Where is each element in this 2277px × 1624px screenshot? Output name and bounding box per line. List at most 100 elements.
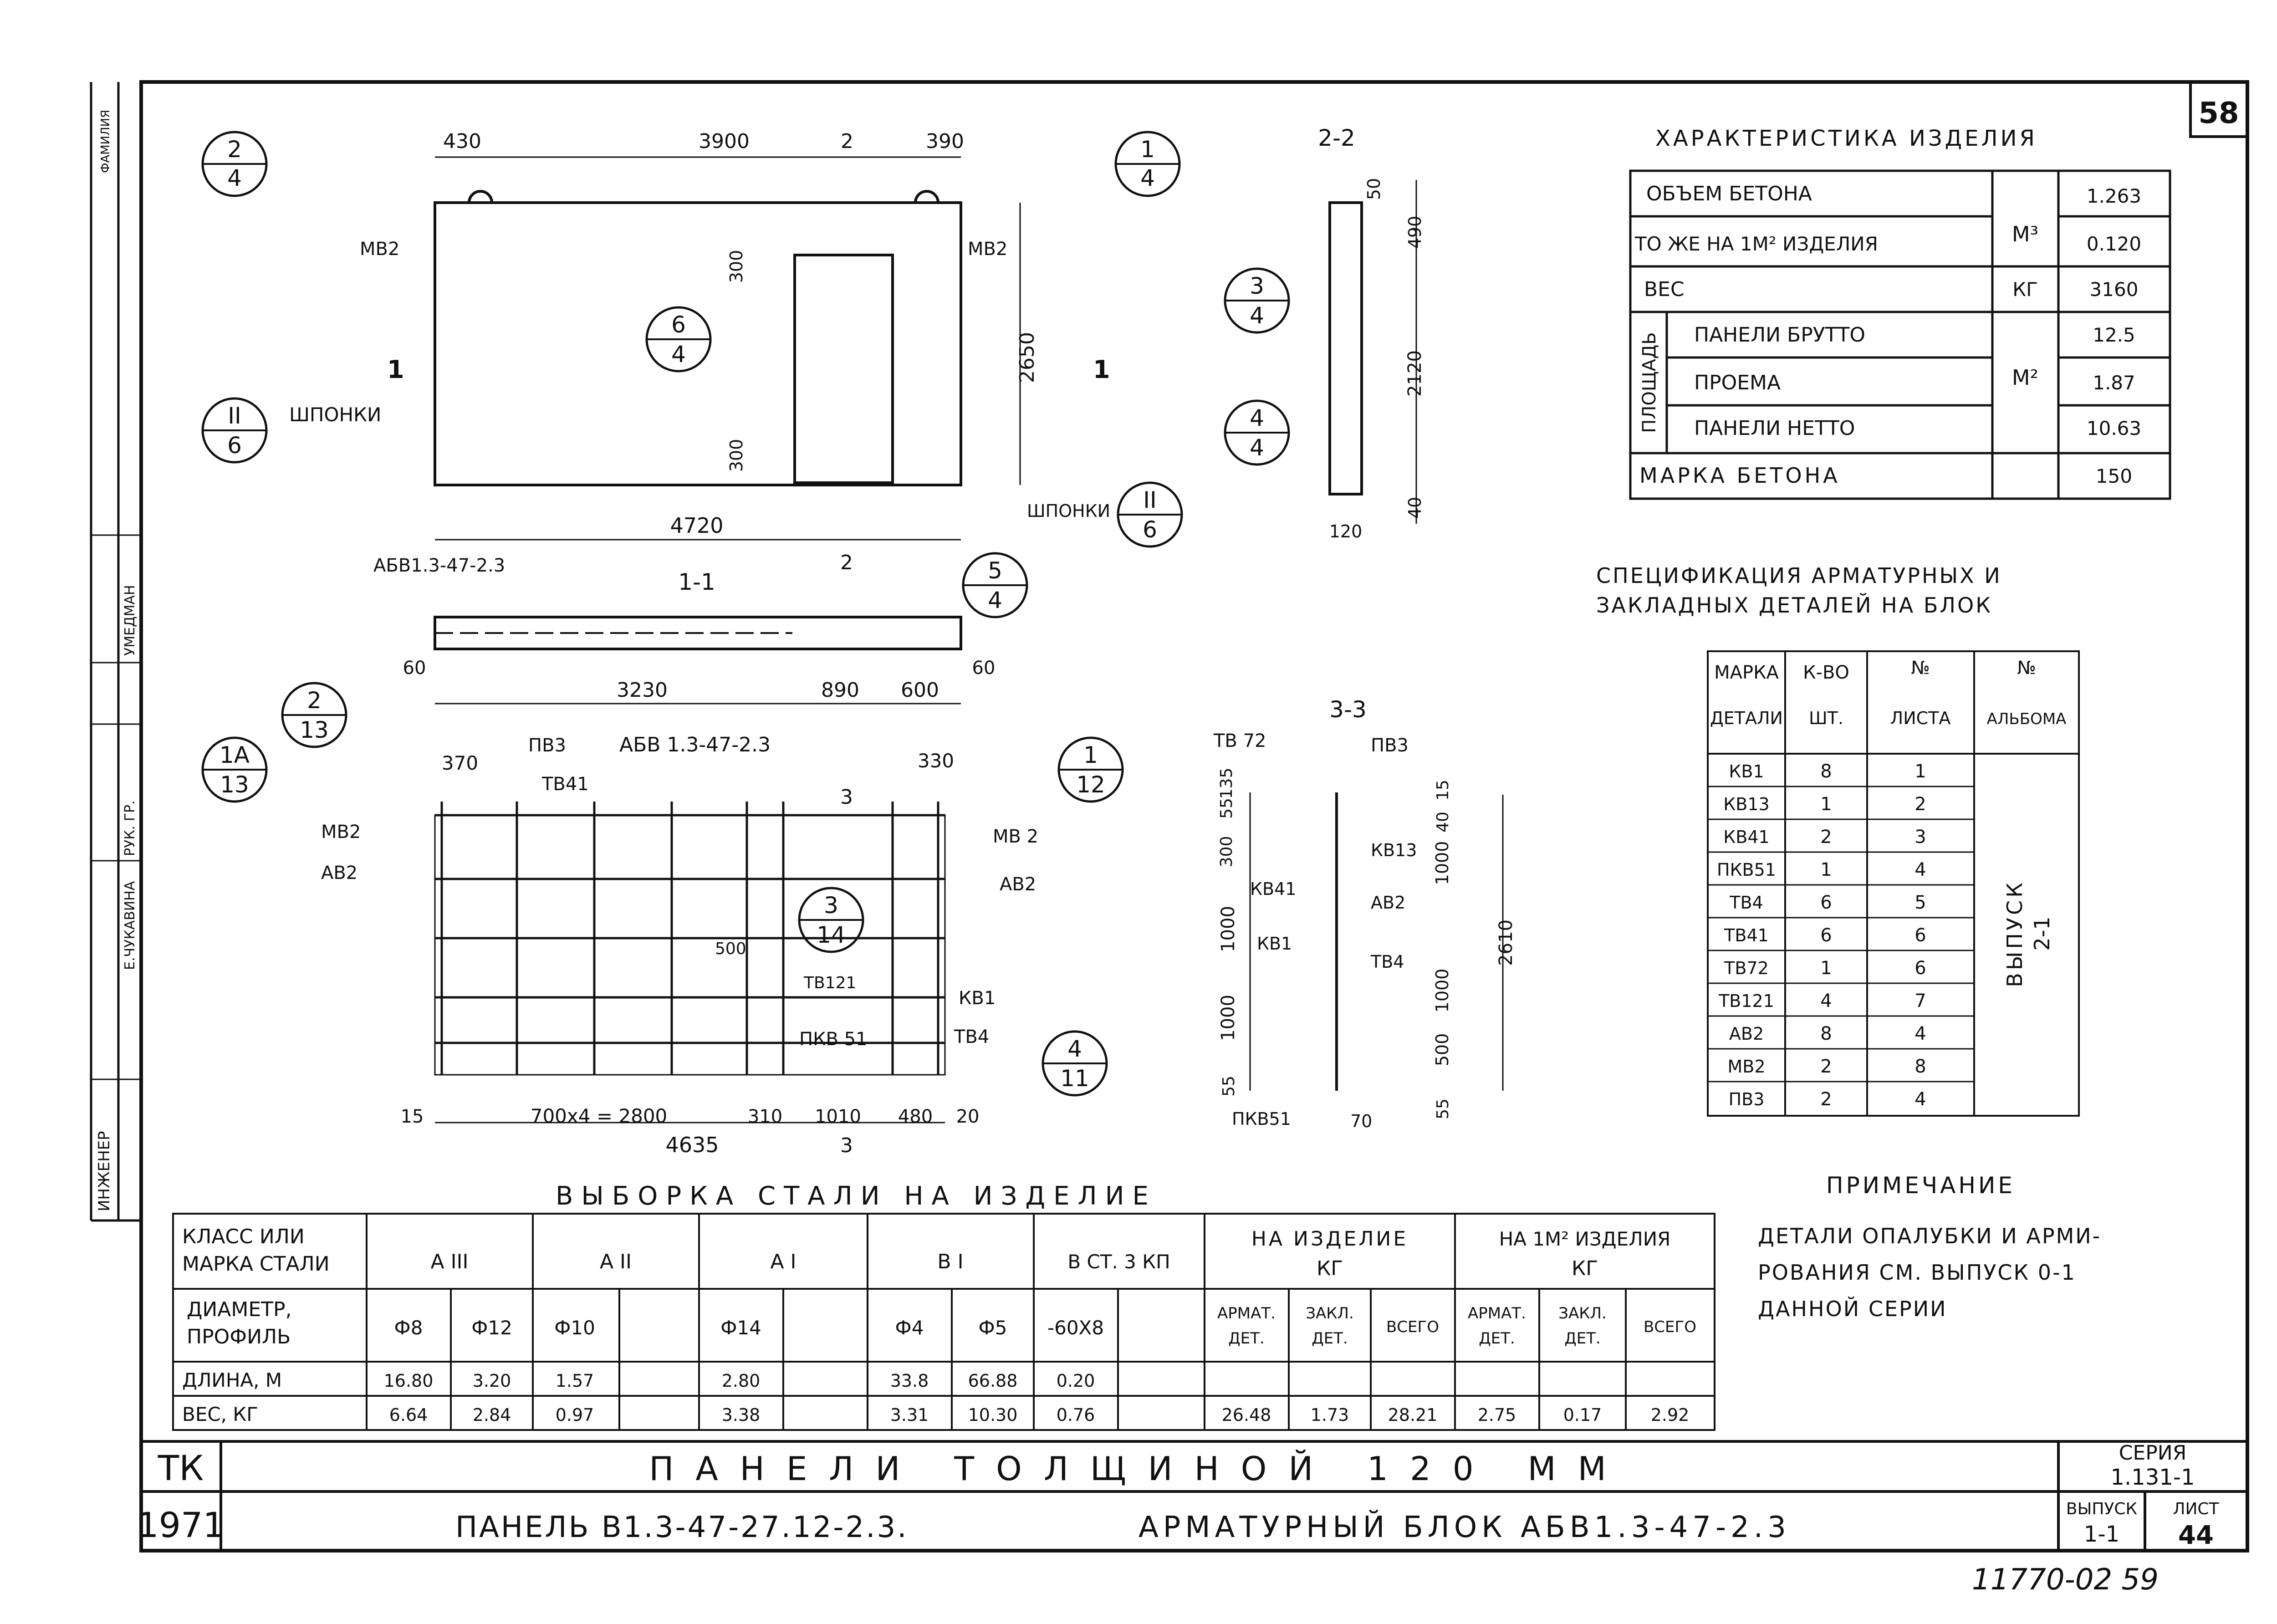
spec-row-mark: КВ13 bbox=[1723, 794, 1769, 814]
tb-series-label: СЕРИЯ bbox=[2119, 1441, 2187, 1465]
steel-subheader: ДЕТ. bbox=[1479, 1329, 1515, 1348]
svg-text:5: 5 bbox=[988, 557, 1002, 584]
callout-2-4: 2 4 bbox=[201, 131, 268, 197]
svg-text:4: 4 bbox=[1250, 434, 1264, 461]
arm-dim-20: 20 bbox=[956, 1106, 980, 1127]
spec-row-sheet: 1 bbox=[1915, 761, 1926, 782]
char-unit-kg: КГ bbox=[2012, 278, 2037, 301]
arm-label-tv41: ТВ41 bbox=[541, 774, 589, 795]
dim-890: 890 bbox=[821, 679, 859, 702]
steel-class-B1: В I bbox=[937, 1250, 963, 1273]
s33-right-15: 15 bbox=[1434, 780, 1452, 801]
steel-length-value: 3.20 bbox=[473, 1371, 511, 1391]
arm-label-tv4: ТВ4 bbox=[954, 1026, 989, 1047]
arm-dim-370: 370 bbox=[442, 752, 478, 774]
section-3-3-title: 3-3 bbox=[1329, 696, 1367, 723]
s33-kv1: КВ1 bbox=[1257, 934, 1292, 954]
steel-h-diam-2: ПРОФИЛЬ bbox=[187, 1325, 291, 1348]
dim-2650: 2650 bbox=[1016, 332, 1039, 383]
char-area-group: ПЛОЩАДЬ bbox=[1639, 332, 1660, 433]
note-line-3: ДАННОЙ СЕРИИ bbox=[1758, 1297, 1947, 1321]
callout-4-4: 4 4 bbox=[1224, 399, 1290, 466]
arm-label-pkv51: ПКВ 51 bbox=[799, 1029, 868, 1050]
steel-total-value: 1.73 bbox=[1311, 1405, 1349, 1425]
spec-row-count: 6 bbox=[1820, 925, 1832, 946]
callout-1A-13: 1А 13 bbox=[201, 736, 268, 803]
spec-h-no-sheet: № bbox=[1911, 658, 1930, 679]
specification-table: СПЕЦИФИКАЦИЯ АРМАТУРНЫХ И ЗАКЛАДНЫХ ДЕТА… bbox=[1596, 563, 2080, 1117]
tb-series: 1.131-1 bbox=[2110, 1465, 2195, 1490]
spec-row-mark: КВ41 bbox=[1723, 827, 1769, 847]
spec-album-vertical: ВЫПУСК 2-1 bbox=[2002, 880, 2054, 987]
callout-6-4: 6 4 bbox=[645, 306, 712, 373]
s33-kv41: КВ41 bbox=[1250, 879, 1296, 899]
steel-h-class-2: МАРКА СТАЛИ bbox=[182, 1252, 330, 1276]
characteristics-table: ХАРАКТЕРИСТИКА ИЗДЕЛИЯ ОБЪЕМ БЕТОНА ТО Ж… bbox=[1629, 126, 2171, 500]
svg-text:6: 6 bbox=[671, 312, 686, 338]
s33-right-500: 500 bbox=[1432, 1033, 1452, 1067]
steel-diameter: Ф4 bbox=[895, 1317, 924, 1339]
tb-sheet-label: ЛИСТ bbox=[2173, 1500, 2219, 1518]
spec-row-mark: ТВ4 bbox=[1729, 893, 1763, 913]
spec-row-count: 6 bbox=[1820, 892, 1832, 913]
spec-h-count: К-ВО bbox=[1803, 662, 1849, 683]
label-mv2-right: МВ2 bbox=[968, 239, 1007, 260]
steel-per-item-kg: КГ bbox=[1317, 1257, 1343, 1280]
spec-row-mark: ТВ121 bbox=[1718, 991, 1774, 1011]
dim-430: 430 bbox=[443, 130, 481, 153]
spec-row-mark: МВ2 bbox=[1727, 1057, 1765, 1077]
arm-dim-1010: 1010 bbox=[815, 1106, 861, 1127]
steel-per-m2-kg: КГ bbox=[1572, 1257, 1598, 1280]
spec-h-no-album: № bbox=[2017, 658, 2036, 679]
char-grade-value: 150 bbox=[2096, 465, 2132, 487]
char-unit-m3: М³ bbox=[2012, 222, 2038, 246]
svg-text:3: 3 bbox=[824, 892, 838, 919]
steel-subheader: ВСЕГО bbox=[1386, 1318, 1439, 1336]
callout-II-6-left: II 6 bbox=[201, 397, 268, 464]
s33-tv72: ТВ 72 bbox=[1213, 730, 1266, 751]
steel-per-item: НА ИЗДЕЛИЕ bbox=[1251, 1227, 1408, 1251]
dim-2120: 2120 bbox=[1404, 350, 1425, 397]
char-grade-label: МАРКА БЕТОНА bbox=[1639, 463, 1840, 488]
dim-60-right: 60 bbox=[972, 658, 996, 679]
section-1-1-cut2: 2 bbox=[840, 551, 853, 574]
steel-diameter: -60Х8 bbox=[1047, 1317, 1104, 1339]
dim-3900: 3900 bbox=[699, 130, 750, 153]
steel-total-value: 0.17 bbox=[1563, 1405, 1602, 1425]
steel-diameter: Ф10 bbox=[554, 1317, 595, 1339]
steel-length-value: 66.88 bbox=[968, 1371, 1018, 1391]
spec-h-pcs: ШТ. bbox=[1809, 708, 1843, 728]
svg-text:14: 14 bbox=[817, 922, 846, 948]
callout-1-12: 1 12 bbox=[1057, 736, 1124, 803]
s33-pv3: ПВ3 bbox=[1371, 735, 1409, 756]
spec-row-sheet: 8 bbox=[1915, 1056, 1926, 1077]
spec-row-count: 1 bbox=[1820, 958, 1832, 979]
steel-h-class-1: КЛАСС ИЛИ bbox=[182, 1225, 305, 1248]
steel-subheader: ВСЕГО bbox=[1644, 1318, 1696, 1336]
char-gross-value: 12.5 bbox=[2093, 324, 2135, 346]
note-line-2: РОВАНИЯ СМ. ВЫПУСК 0-1 bbox=[1758, 1260, 2076, 1285]
spec-row-sheet: 5 bbox=[1915, 892, 1926, 913]
steel-diameter: Ф5 bbox=[979, 1317, 1007, 1339]
tb-title: ПАНЕЛИ ТОЛЩИНОЙ 120 ММ bbox=[649, 1450, 1628, 1488]
title-block: ТК 1971 ПАНЕЛИ ТОЛЩИНОЙ 120 ММ ПАНЕЛЬ В1… bbox=[137, 1440, 2247, 1551]
note-line-1: ДЕТАЛИ ОПАЛУБКИ И АРМИ- bbox=[1758, 1224, 2101, 1248]
spec-row-mark: ПКВ51 bbox=[1717, 860, 1776, 880]
steel-total-value: 2.92 bbox=[1651, 1405, 1690, 1425]
steel-total-value: 2.75 bbox=[1478, 1405, 1516, 1425]
char-opening-label: ПРОЕМА bbox=[1694, 371, 1781, 394]
callout-4-11: 4 11 bbox=[1041, 1030, 1108, 1097]
callouts: 2 4 1 4 6 4 II 6 II 6 3 4 bbox=[201, 131, 1290, 1097]
svg-text:6: 6 bbox=[1143, 516, 1157, 543]
dim-120: 120 bbox=[1329, 521, 1363, 541]
arm-dim-480: 480 bbox=[898, 1106, 933, 1127]
char-net-value: 10.63 bbox=[2087, 417, 2141, 439]
side-stamp: ИНЖЕНЕР Е.ЧУКАВИНА РУК. ГР. УМЕДМАН ФАМИ… bbox=[95, 110, 138, 1211]
tb-tk: ТК bbox=[158, 1448, 204, 1488]
svg-text:4: 4 bbox=[1250, 302, 1264, 329]
steel-weight-value: 2.84 bbox=[473, 1405, 511, 1425]
arm-label-tv121: ТВ121 bbox=[803, 974, 856, 992]
steel-total-value: 26.48 bbox=[1222, 1405, 1271, 1425]
svg-text:12: 12 bbox=[1076, 771, 1105, 798]
s33-left-1000a: 1000 bbox=[1218, 906, 1239, 952]
